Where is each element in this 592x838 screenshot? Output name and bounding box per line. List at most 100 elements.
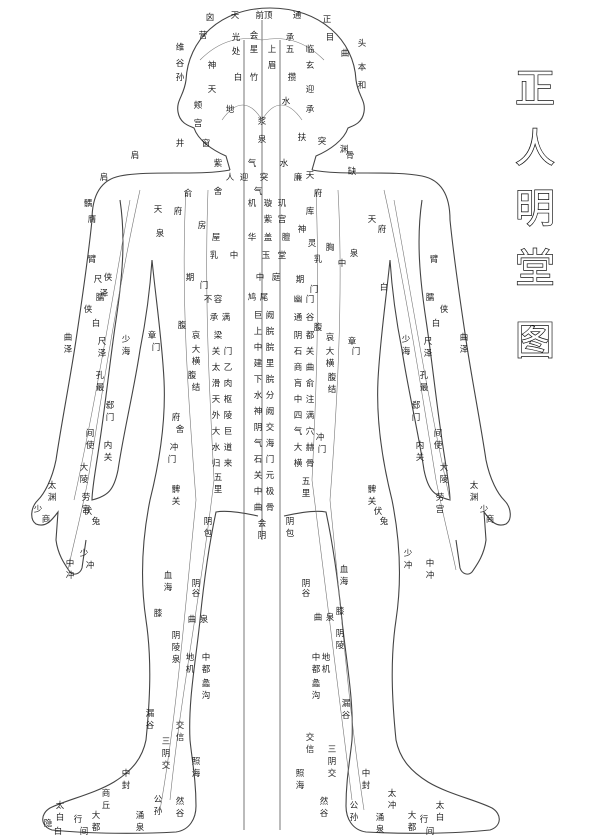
acupoint-label: 曲	[254, 502, 263, 513]
acupoint-label: 臂	[430, 254, 439, 265]
acupoint-label: 血	[340, 564, 349, 575]
acupoint-label: 泽	[98, 349, 107, 359]
acupoint-label: 中	[66, 558, 75, 569]
acupoint-label: 行	[74, 814, 83, 825]
acupoint-label: 章	[148, 330, 157, 341]
acupoint-label: 侠	[440, 304, 449, 315]
acupoint-label: 承	[306, 105, 315, 115]
acupoint-label: 天	[231, 11, 240, 21]
acupoint-label: 脘	[266, 374, 275, 385]
acupoint-label: 上	[254, 327, 263, 337]
acupoint-label: 满	[306, 410, 315, 421]
acupoint-label: 胸	[326, 242, 335, 253]
acupoint-label: 冲	[404, 560, 413, 571]
acupoint-label: 承	[286, 33, 295, 43]
acupoint-label: 会	[258, 518, 267, 529]
acupoint-label: 关	[172, 496, 181, 507]
acupoint-label: 间	[80, 827, 89, 837]
acupoint-label: 宫	[194, 118, 203, 129]
acupoint-label: 臑	[96, 293, 105, 303]
acupoint-label: 兔	[92, 516, 101, 527]
acupoint-label: 舍	[214, 186, 223, 197]
acupoint-label: 阴	[286, 517, 295, 527]
acupoint-label: 尺	[98, 337, 107, 347]
acupoint-label: 商	[294, 362, 303, 373]
acupoint-label: 注	[306, 394, 315, 405]
acupoint-label: 腹	[178, 320, 187, 331]
acupoint-label: 五	[286, 45, 295, 55]
acupoint-label: 太	[48, 480, 57, 491]
acupoint-label: 中	[230, 250, 239, 261]
acupoint-label: 丘	[102, 801, 111, 811]
acupoint-label: 中	[362, 768, 371, 779]
acupoint-label: 门	[200, 280, 209, 291]
acupoint-label: 滑	[212, 378, 221, 389]
acupoint-label: 漏	[342, 698, 351, 709]
acupoint-label: 突	[318, 136, 327, 147]
acupoint-label: 使	[434, 440, 443, 451]
acupoint-label: 大	[192, 344, 201, 355]
acupoint-label: 蠡	[202, 678, 211, 689]
acupoint-label: 照	[296, 769, 305, 779]
acupoint-label: 枢	[224, 394, 233, 405]
acupoint-label: 大	[440, 462, 449, 473]
acupoint-label: 冲	[316, 432, 325, 443]
meridian-line	[311, 189, 353, 801]
acupoint-label: 大	[212, 426, 221, 437]
acupoint-label: 星	[250, 45, 259, 55]
acupoint-label: 海	[340, 576, 349, 587]
acupoint-label: 谷	[146, 721, 155, 731]
acupoint-label: 侠	[104, 272, 113, 283]
acupoint-label: 紫	[214, 159, 223, 169]
meridian-line	[329, 189, 365, 811]
acupoint-label: 中	[312, 652, 321, 663]
acupoint-label: 白	[92, 318, 101, 329]
acupoint-label: 泉	[200, 614, 209, 625]
acupoint-label: 目	[326, 33, 335, 43]
acupoint-label: 阴	[192, 579, 201, 589]
acupoint-label: 灵	[308, 239, 317, 249]
meridian-line	[67, 189, 141, 571]
acupoint-label: 血	[164, 570, 173, 581]
acupoint-label: 膺	[88, 214, 97, 225]
acupoint-label: 关	[254, 470, 263, 481]
acupoint-label: 最	[420, 383, 429, 393]
acupoint-label: 肩	[100, 172, 109, 183]
acupoint-label: 玄	[306, 60, 315, 71]
acupoint-label: 肩	[131, 150, 140, 161]
acupoint-label: 侠	[84, 304, 93, 315]
acupoint-label: 巨	[224, 427, 233, 437]
head-outline	[177, 7, 365, 171]
acupoint-label: 地	[226, 104, 235, 115]
acupoint-label: 肓	[294, 378, 303, 389]
acupoint-label: 正	[323, 15, 332, 25]
title-char-4: 堂	[514, 245, 555, 292]
acupoint-label: 脘	[266, 342, 275, 353]
acupoint-label: 阴	[302, 579, 311, 589]
acupoint-label: 海	[266, 438, 275, 449]
acupoint-label: 商	[102, 788, 111, 799]
acupoint-label: 曲	[460, 332, 469, 343]
acupoint-label: 关	[416, 452, 425, 463]
acupoint-label: 海	[402, 346, 411, 357]
acupoint-label: 阙	[266, 407, 275, 417]
acupoint-label: 天	[306, 171, 315, 181]
acupoint-label: 白	[56, 812, 65, 823]
acupoint-label: 谷	[176, 809, 185, 819]
acupoint-label: 府	[172, 412, 181, 423]
meridian-line	[73, 199, 131, 501]
acupoint-label: 阴	[328, 757, 337, 767]
acupoint-label: 交	[328, 768, 337, 779]
acupoint-label: 大	[92, 810, 101, 821]
acupoint-label: 阴	[294, 331, 303, 341]
acupoint-label: 道	[224, 442, 233, 453]
acupoint-label: 使	[86, 440, 95, 451]
acupoint-label: 玉	[262, 251, 271, 261]
acupoint-label: 门	[318, 444, 327, 455]
acupoint-label: 地	[186, 652, 195, 663]
acupoint-label: 房	[198, 220, 207, 231]
acupoint-label: 关	[212, 346, 221, 357]
acupoint-label: 水	[212, 442, 221, 453]
acupoint-label: 结	[192, 382, 201, 393]
acupoint-label: 突	[260, 172, 269, 183]
